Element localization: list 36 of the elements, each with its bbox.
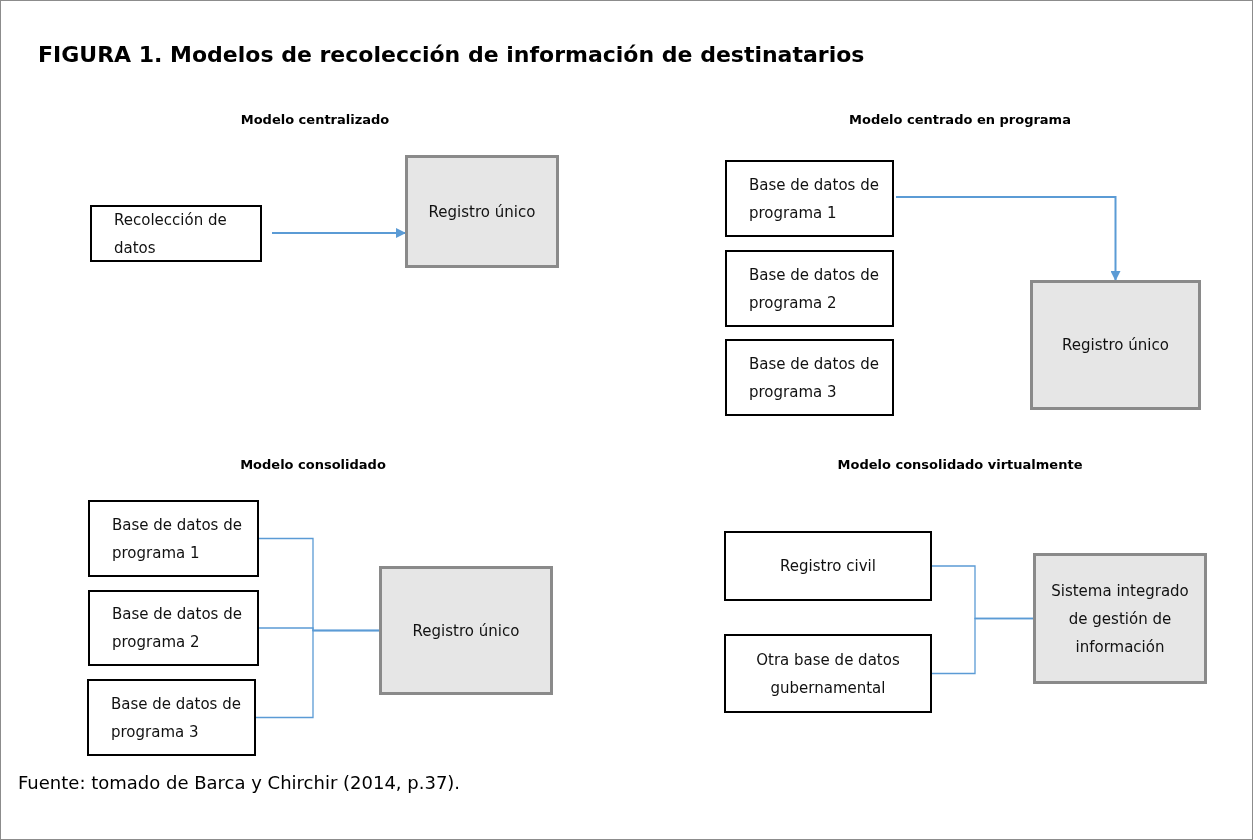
node-text: Base de datos de programa 2 <box>112 604 243 653</box>
process-box <box>724 531 932 601</box>
process-box <box>725 250 894 327</box>
node-text: Recolección de datos <box>114 209 228 259</box>
node-text: Registro único <box>412 620 520 642</box>
process-box <box>88 590 259 666</box>
registry-box <box>379 566 553 695</box>
node-text: Registro civil <box>780 556 876 577</box>
connector-line <box>255 629 380 719</box>
node-text: Base de datos de programa 1 <box>749 174 880 224</box>
arrow <box>271 228 406 238</box>
process-box <box>725 339 894 416</box>
node-text: Registro único <box>1062 335 1169 356</box>
figure-title: FIGURA 1. Modelos de recolección de información de destinatarios <box>38 42 865 67</box>
connector-line <box>931 617 1034 675</box>
node-text: Base de datos de programa 3 <box>749 353 880 403</box>
section-heading: Modelo centrado en programa <box>849 112 1071 127</box>
node-text: Base de datos de programa 3 <box>111 693 242 743</box>
arrow <box>895 196 1121 281</box>
node-text: Sistema integrado de gestión de información <box>1050 580 1190 658</box>
source-caption: Fuente: tomado de Barca y Chirchir (2014, p.37). <box>18 772 461 793</box>
registry-box <box>1033 553 1207 684</box>
process-box <box>88 500 259 577</box>
process-box <box>90 205 262 262</box>
registry-box <box>1030 280 1201 410</box>
node-text: Base de datos de programa 1 <box>112 514 243 564</box>
section-heading: Modelo consolidado virtualmente <box>837 457 1083 472</box>
process-box <box>725 160 894 237</box>
registry-box <box>405 155 559 268</box>
process-box <box>724 634 932 713</box>
node-text: Base de datos de programa 2 <box>749 264 880 314</box>
node-text: Registro único <box>428 201 536 223</box>
node-text: Otra base de datos gubernamental <box>755 649 901 699</box>
section-heading: Modelo centralizado <box>240 112 390 127</box>
section-heading: Modelo consolidado <box>240 457 386 472</box>
process-box <box>87 679 256 756</box>
